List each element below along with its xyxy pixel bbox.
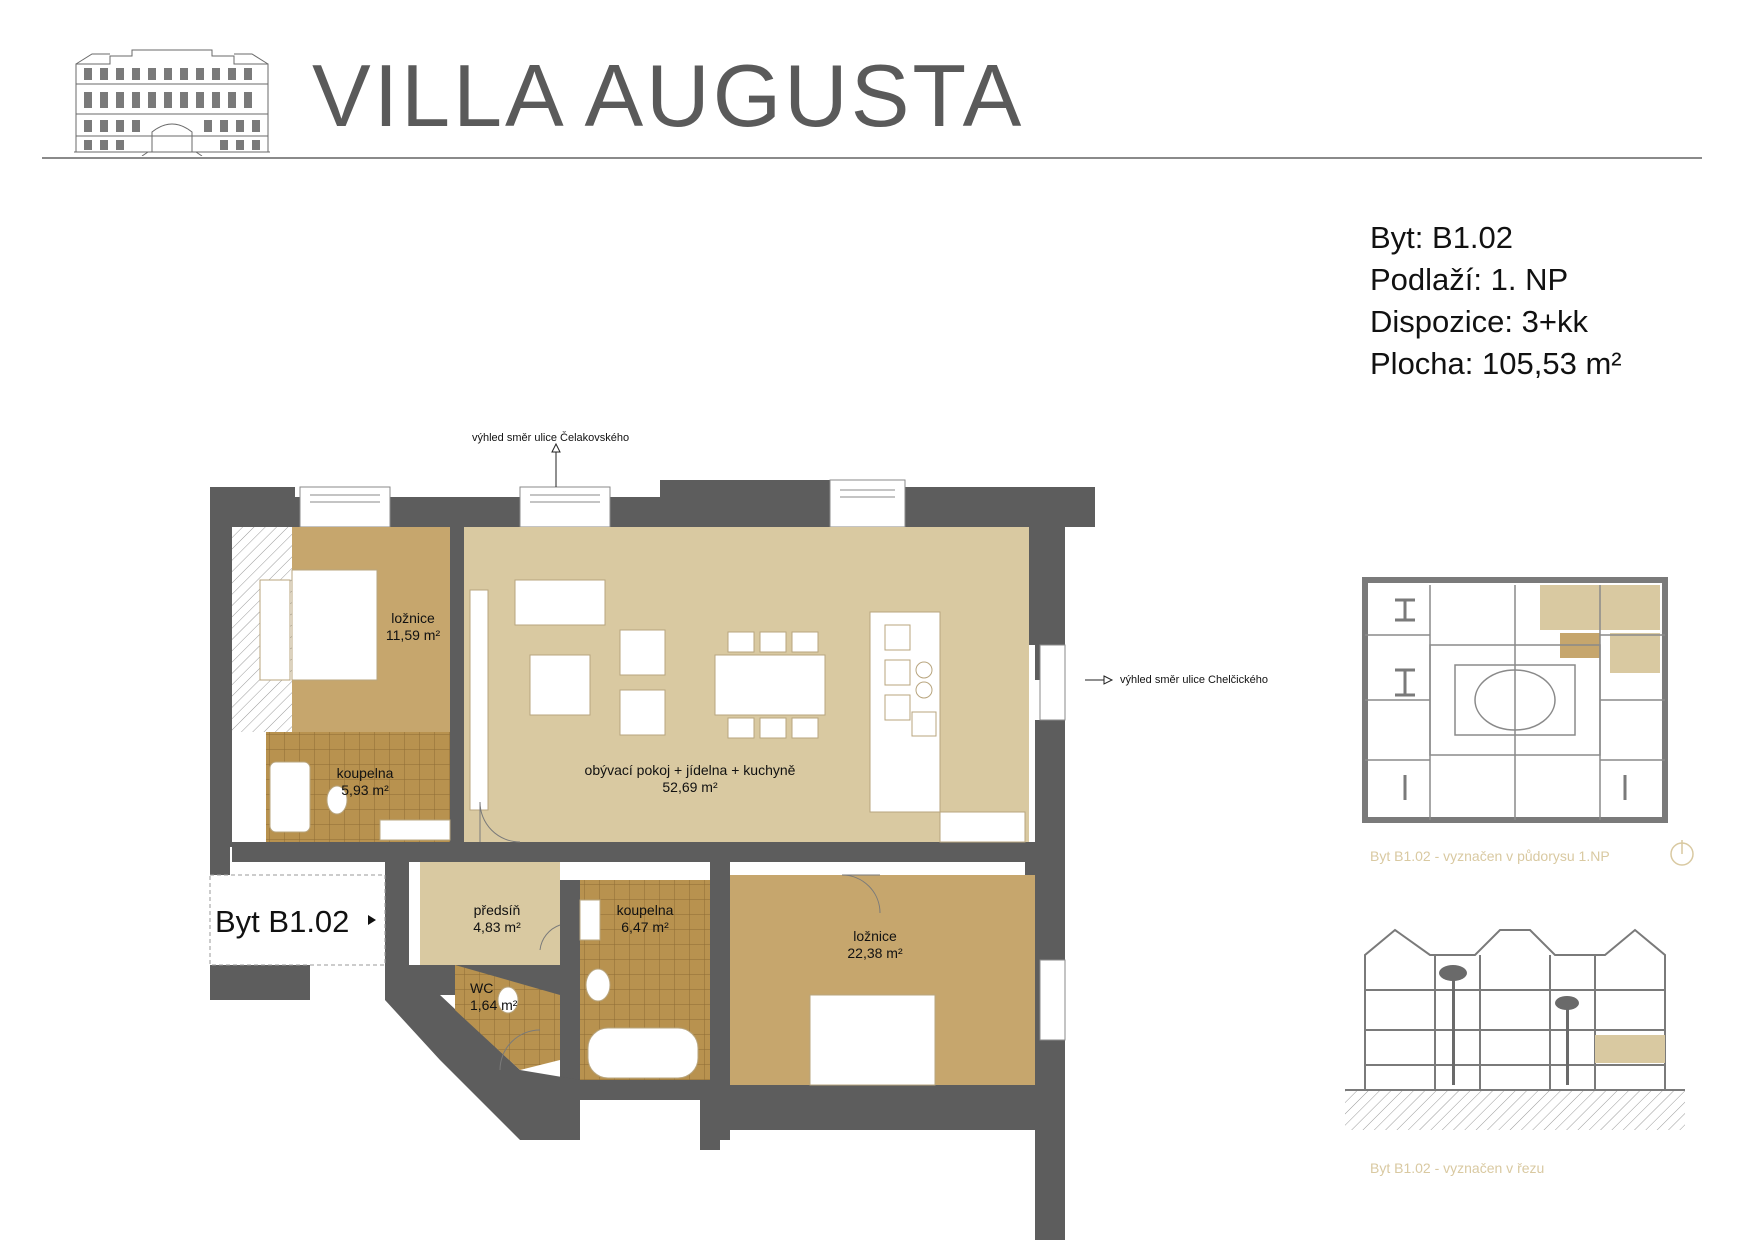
room-area: 1,64 m² — [470, 997, 518, 1013]
key-plan-thumbnail — [1362, 577, 1668, 823]
room-name: ložnice — [853, 928, 897, 944]
room-area: 52,69 m² — [662, 779, 718, 795]
walls — [210, 480, 1095, 1240]
room-name: ložnice — [391, 610, 435, 626]
entry-label: Byt B1.02 — [215, 904, 350, 939]
section-thumbnail — [1345, 928, 1685, 1130]
bathtub-1 — [269, 761, 311, 833]
room-area: 22,38 m² — [847, 945, 903, 961]
toilet-1 — [326, 785, 348, 815]
section-caption: Byt B1.02 - vyznačen v řezu — [1370, 1160, 1545, 1176]
key-plan-caption: Byt B1.02 - vyznačen v půdorysu 1.NP — [1370, 848, 1610, 864]
room-name: předsíň — [473, 902, 521, 918]
room-hall — [420, 862, 560, 965]
room-area: 5,93 m² — [341, 782, 389, 798]
room-name: koupelna — [336, 765, 394, 781]
room-bathroom-2-label: koupelna 6,47 m² — [610, 902, 680, 936]
doors — [479, 801, 881, 1071]
view-east-label: výhled směr ulice Chelčického — [1120, 674, 1268, 686]
north-arrow-icon — [1670, 840, 1694, 866]
room-name: koupelna — [616, 902, 674, 918]
sink-1 — [379, 819, 451, 841]
north-windows — [299, 479, 1066, 1041]
dining-table — [714, 654, 826, 716]
sofa — [514, 579, 606, 626]
tv-unit — [469, 589, 489, 811]
info-area: Plocha: 105,53 m² — [1370, 346, 1622, 381]
wardrobe — [259, 579, 291, 681]
play-arrow-icon — [368, 915, 376, 925]
room-bathroom-1-label: koupelna 5,93 m² — [330, 765, 400, 799]
info-layout: Dispozice: 3+kk — [1370, 304, 1588, 339]
bathtub-2 — [587, 1027, 699, 1079]
coffee-seat-1 — [619, 629, 666, 676]
room-area: 6,47 m² — [621, 919, 669, 935]
villa-facade-icon — [74, 49, 270, 156]
room-area: 4,83 m² — [473, 919, 521, 935]
room-name: obývací pokoj + jídelna + kuchyně — [584, 762, 796, 778]
info-unit: Byt: B1.02 — [1370, 220, 1514, 255]
header-divider — [42, 157, 1702, 159]
room-living-label: obývací pokoj + jídelna + kuchyně 52,69 … — [555, 762, 825, 796]
view-north-label: výhled směr ulice Čelakovského — [472, 432, 630, 444]
kitchen-counter — [939, 811, 1026, 843]
room-bedroom-large-label: ložnice 22,38 m² — [830, 928, 920, 962]
corridor-outside — [209, 874, 386, 966]
room-hall-label: předsíň 4,83 m² — [462, 902, 532, 936]
room-wc — [455, 965, 560, 1070]
room-wc-label: WC 1,64 m² — [470, 980, 530, 1014]
sink-2 — [579, 899, 601, 941]
info-floor: Podlaží: 1. NP — [1370, 262, 1569, 297]
furniture — [259, 569, 1026, 1086]
coffee-seat-2 — [619, 689, 666, 736]
bed-small — [291, 569, 378, 681]
room-name: WC — [470, 980, 494, 996]
armchair — [529, 654, 591, 716]
room-area: 11,59 m² — [385, 627, 441, 643]
toilet-wc — [497, 986, 519, 1014]
brand-title: VILLA AUGUSTA — [312, 46, 1025, 145]
bed-large — [809, 994, 936, 1086]
room-bedroom-small-label: ložnice 11,59 m² — [378, 610, 448, 644]
toilet-2 — [585, 968, 611, 1002]
